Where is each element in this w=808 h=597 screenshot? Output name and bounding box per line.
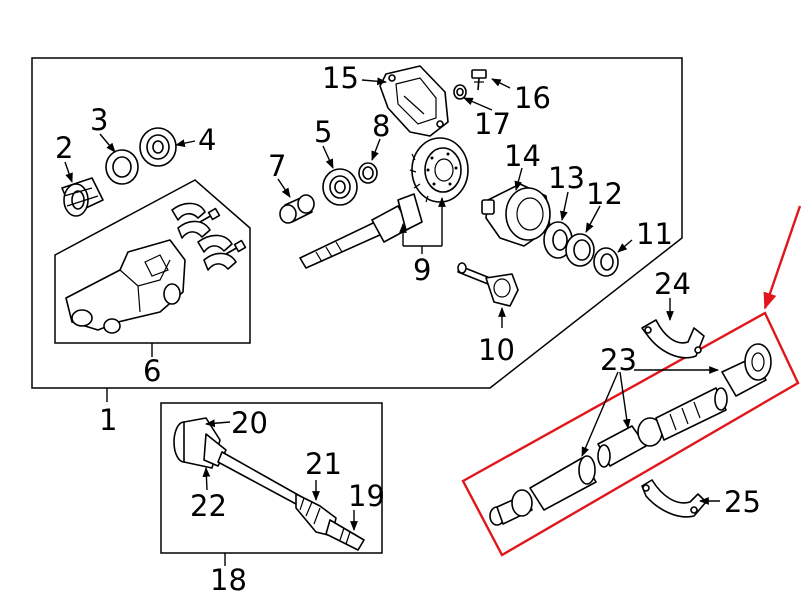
part-pinion-bearing[interactable] — [322, 168, 358, 206]
callout-23: 23 — [600, 343, 637, 377]
part-side-flange[interactable] — [457, 262, 519, 307]
callout-3: 3 — [90, 103, 108, 137]
highlight-pointer — [763, 205, 802, 310]
part-carrier-mount-left[interactable] — [171, 202, 211, 239]
callout-21: 21 — [305, 447, 342, 481]
callout-8: 8 — [372, 109, 390, 143]
differential-assembly-frame — [31, 57, 683, 389]
callout-5: 5 — [314, 115, 332, 149]
part-oil-seal[interactable] — [61, 177, 104, 217]
callout-25: 25 — [724, 485, 761, 519]
part-upper-bracket[interactable] — [641, 319, 705, 359]
axle-shaft-frame — [160, 402, 383, 554]
part-spacer[interactable] — [279, 194, 315, 224]
callout-15: 15 — [322, 61, 359, 95]
callout-17: 17 — [474, 107, 511, 141]
callout-16: 16 — [514, 81, 551, 115]
callout-20: 20 — [231, 406, 268, 440]
callout-22: 22 — [190, 489, 227, 523]
part-carrier-housing[interactable] — [65, 239, 186, 334]
callout-4: 4 — [198, 123, 216, 157]
callout-1: 1 — [99, 403, 117, 437]
callout-12: 12 — [586, 177, 623, 211]
callout-11: 11 — [636, 217, 673, 251]
callout-19: 19 — [348, 479, 385, 513]
part-shim[interactable] — [358, 162, 378, 184]
part-washer[interactable] — [453, 84, 467, 100]
part-differential-case[interactable] — [481, 183, 551, 247]
part-ring-gear[interactable] — [409, 137, 469, 203]
callout-24: 24 — [654, 267, 691, 301]
propeller-shaft-highlight — [461, 311, 800, 557]
part-drive-pinion[interactable] — [299, 193, 423, 269]
part-bearing-race[interactable] — [565, 233, 595, 267]
part-propeller-shaft[interactable] — [489, 343, 772, 526]
carrier-subassembly-frame — [54, 179, 251, 344]
callout-10: 10 — [478, 333, 515, 367]
part-axle-shaft[interactable] — [173, 417, 365, 551]
part-rear-cover[interactable] — [379, 65, 449, 137]
part-seal-ring[interactable] — [105, 149, 139, 185]
part-bearing[interactable] — [139, 127, 177, 167]
callout-9: 9 — [413, 253, 431, 287]
part-cover-bolt[interactable] — [471, 69, 487, 91]
part-carrier-mount-right[interactable] — [197, 234, 237, 271]
callout-14: 14 — [504, 139, 541, 173]
callout-6: 6 — [143, 354, 161, 388]
callout-18: 18 — [210, 563, 247, 597]
part-lower-bracket[interactable] — [641, 479, 707, 518]
part-side-seal[interactable] — [593, 247, 619, 277]
leader-lines — [64, 77, 720, 531]
part-carrier-bolt[interactable] — [199, 207, 247, 255]
callout-2: 2 — [55, 131, 73, 165]
callout-13: 13 — [548, 161, 585, 195]
callout-7: 7 — [268, 149, 286, 183]
